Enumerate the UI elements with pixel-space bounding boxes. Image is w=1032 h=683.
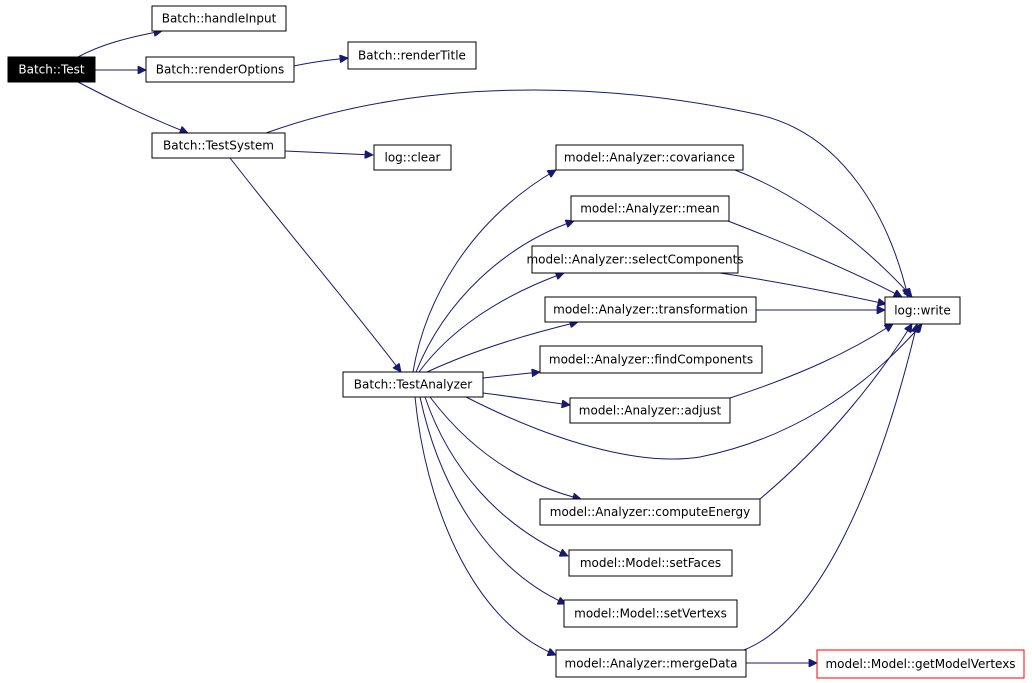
edges-layer [77, 31, 922, 663]
node-box [151, 132, 286, 159]
node-label: Batch::TestAnalyzer [354, 378, 472, 392]
node-label: Batch::TestSystem [163, 139, 274, 153]
edge-testAnalyzer-to-selectComponents [418, 273, 564, 373]
node-selectComponents[interactable]: model::Analyzer::selectComponents [526, 245, 744, 274]
node-getModelVertexs[interactable]: model::Model::getModelVertexs [816, 649, 1025, 679]
edge-test-to-testSystem [77, 81, 188, 133]
node-testSystem[interactable]: Batch::TestSystem [151, 132, 286, 159]
node-handleInput[interactable]: Batch::handleInput [151, 5, 287, 32]
node-label: model::Model::getModelVertexs [825, 657, 1015, 671]
edge-testSystem-to-testAnalyzer [229, 157, 401, 372]
edge-testAnalyzer-to-transformation [426, 322, 578, 373]
node-renderTitle[interactable]: Batch::renderTitle [347, 41, 477, 70]
edge-test-to-handleInput [77, 31, 162, 58]
node-box [555, 649, 747, 678]
edge-testAnalyzer-to-logWrite [465, 324, 922, 460]
node-logClear[interactable]: log::clear [373, 144, 452, 171]
node-label: Batch::renderOptions [156, 63, 284, 77]
edge-testAnalyzer-to-setFaces [424, 396, 568, 556]
node-setFaces[interactable]: model::Model::setFaces [568, 549, 733, 577]
node-box [555, 144, 744, 171]
node-label: Batch::handleInput [162, 12, 277, 26]
node-label: model::Model::setVertexs [574, 607, 727, 621]
edge-testSystem-to-logWrite [265, 89, 908, 297]
node-testAnalyzer[interactable]: Batch::TestAnalyzer [342, 371, 484, 398]
node-box [539, 498, 761, 526]
node-box [151, 5, 287, 32]
node-box [563, 599, 738, 628]
node-logWrite[interactable]: log::write [884, 296, 961, 325]
node-label: model::Analyzer::mean [580, 202, 720, 216]
edge-testSystem-to-logClear [284, 150, 373, 155]
node-box [342, 371, 484, 398]
edge-mergeData-to-logWrite [743, 324, 917, 651]
node-mean[interactable]: model::Analyzer::mean [570, 195, 730, 222]
edge-testAnalyzer-to-findComponents [482, 372, 540, 379]
edge-testAnalyzer-to-adjust [482, 392, 570, 405]
nodes-layer: Batch::Test Batch::handleInputBatch::rend… [7, 5, 1025, 679]
node-box [7, 56, 96, 83]
node-renderOptions[interactable]: Batch::renderOptions [145, 56, 295, 83]
edge-selectComponents-to-logWrite [719, 272, 886, 304]
node-covariance[interactable]: model::Analyzer::covariance [555, 144, 744, 171]
node-label: Batch::Test [18, 63, 85, 77]
edge-testAnalyzer-to-mean [415, 221, 574, 373]
edge-testAnalyzer-to-mergeData [414, 396, 556, 655]
node-label: model::Model::setFaces [580, 556, 721, 570]
node-box [884, 296, 961, 325]
node-transformation[interactable]: model::Analyzer::transformation [544, 296, 757, 323]
node-box [347, 41, 477, 70]
node-box [816, 649, 1025, 679]
node-box [373, 144, 452, 171]
node-label: model::Analyzer::selectComponents [526, 253, 743, 267]
node-label: model::Analyzer::covariance [564, 151, 735, 165]
edge-adjust-to-logWrite [729, 324, 893, 399]
edge-testAnalyzer-to-covariance [412, 170, 556, 373]
edge-covariance-to-logWrite [734, 169, 912, 297]
node-mergeData[interactable]: model::Analyzer::mergeData [555, 649, 747, 678]
edge-mean-to-logWrite [727, 220, 902, 298]
edge-testAnalyzer-to-computeEnergy [429, 396, 581, 499]
edge-testAnalyzer-to-setVertexs [419, 396, 566, 604]
node-findComponents[interactable]: model::Analyzer::findComponents [539, 345, 763, 374]
node-label: model::Analyzer::findComponents [549, 353, 753, 367]
node-box [539, 345, 763, 374]
node-test[interactable]: Batch::Test [7, 56, 96, 83]
node-label: Batch::renderTitle [358, 49, 466, 63]
node-label: model::Analyzer::computeEnergy [550, 505, 751, 519]
node-setVertexs[interactable]: model::Model::setVertexs [563, 599, 738, 628]
node-box [544, 296, 757, 323]
node-label: model::Analyzer::adjust [579, 404, 722, 418]
node-label: model::Analyzer::mergeData [565, 657, 738, 671]
node-box [569, 397, 731, 424]
node-box [570, 195, 730, 222]
node-computeEnergy[interactable]: model::Analyzer::computeEnergy [539, 498, 761, 526]
node-adjust[interactable]: model::Analyzer::adjust [569, 397, 731, 424]
edge-computeEnergy-to-logWrite [759, 324, 912, 500]
node-label: log::clear [385, 151, 441, 165]
node-box [568, 549, 733, 577]
node-box [145, 56, 295, 83]
node-label: model::Analyzer::transformation [553, 303, 748, 317]
node-box [531, 245, 739, 274]
edge-renderOptions-to-renderTitle [293, 58, 348, 67]
node-label: log::write [894, 304, 951, 318]
